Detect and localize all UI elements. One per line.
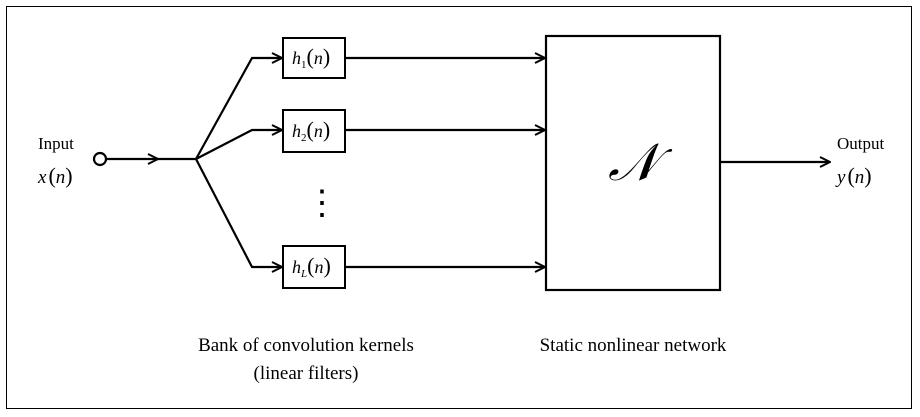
svg-text:hL(n): hL(n) [292,253,331,280]
output-signal: y(n) [835,163,872,188]
nonlinear-network-box [544,34,722,292]
filter-box-2: h2(n) [282,109,346,153]
filter-box-L: hL(n) [282,245,346,289]
input-terminal [92,151,108,167]
output-label: Output [837,134,885,153]
bank-caption-line2: (linear filters) [254,363,359,384]
filter-box-1: h1(n) [282,37,346,79]
filter-ellipsis: ⋮ [305,185,339,222]
svg-text:h1(n): h1(n) [292,44,330,71]
branch-2 [195,130,282,160]
branch-1 [195,58,282,160]
bank-caption-line1: Bank of convolution kernels [198,335,414,356]
input-label: Input [38,134,74,153]
network-caption: Static nonlinear network [540,335,727,356]
svg-text:h2(n): h2(n) [292,117,330,144]
branch-L [195,158,282,267]
diagram-frame [6,6,912,409]
input-signal: x(n) [37,163,73,188]
